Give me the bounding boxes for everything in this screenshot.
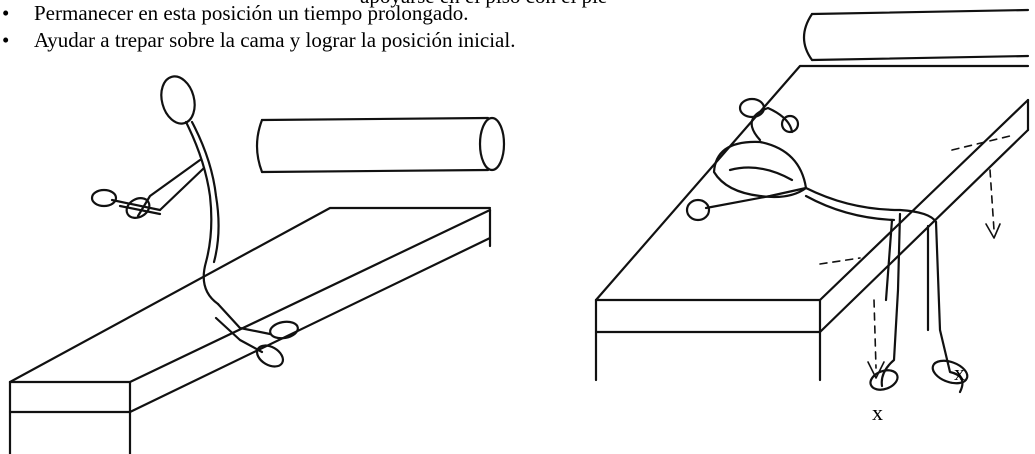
bed-left-icon xyxy=(8,206,492,454)
bullet-icon: • xyxy=(2,28,10,52)
pillow-right-icon xyxy=(802,8,1030,62)
bed-right-icon xyxy=(594,64,1030,382)
stick-figure-right-icon xyxy=(685,97,969,394)
instruction-text: Permanecer en esta posición un tiempo pr… xyxy=(34,1,469,25)
stick-figure-left-icon xyxy=(90,75,299,368)
instruction-text: Ayudar a trepar sobre la cama y lograr l… xyxy=(34,28,516,52)
cut-off-text-line: apoyarse en el piso con el pie xyxy=(360,0,607,9)
cross-mark-left: x xyxy=(872,400,883,425)
bullet-icon: • xyxy=(2,1,10,25)
instruction-list: • Permanecer en esta posición un tiempo … xyxy=(0,0,515,54)
pillow-left-icon xyxy=(255,116,506,174)
instruction-item: • Ayudar a trepar sobre la cama y lograr… xyxy=(0,27,515,54)
cross-mark-right: x xyxy=(954,360,965,385)
instruction-item: • Permanecer en esta posición un tiempo … xyxy=(0,0,515,27)
motion-arrows-icon xyxy=(819,135,1011,379)
